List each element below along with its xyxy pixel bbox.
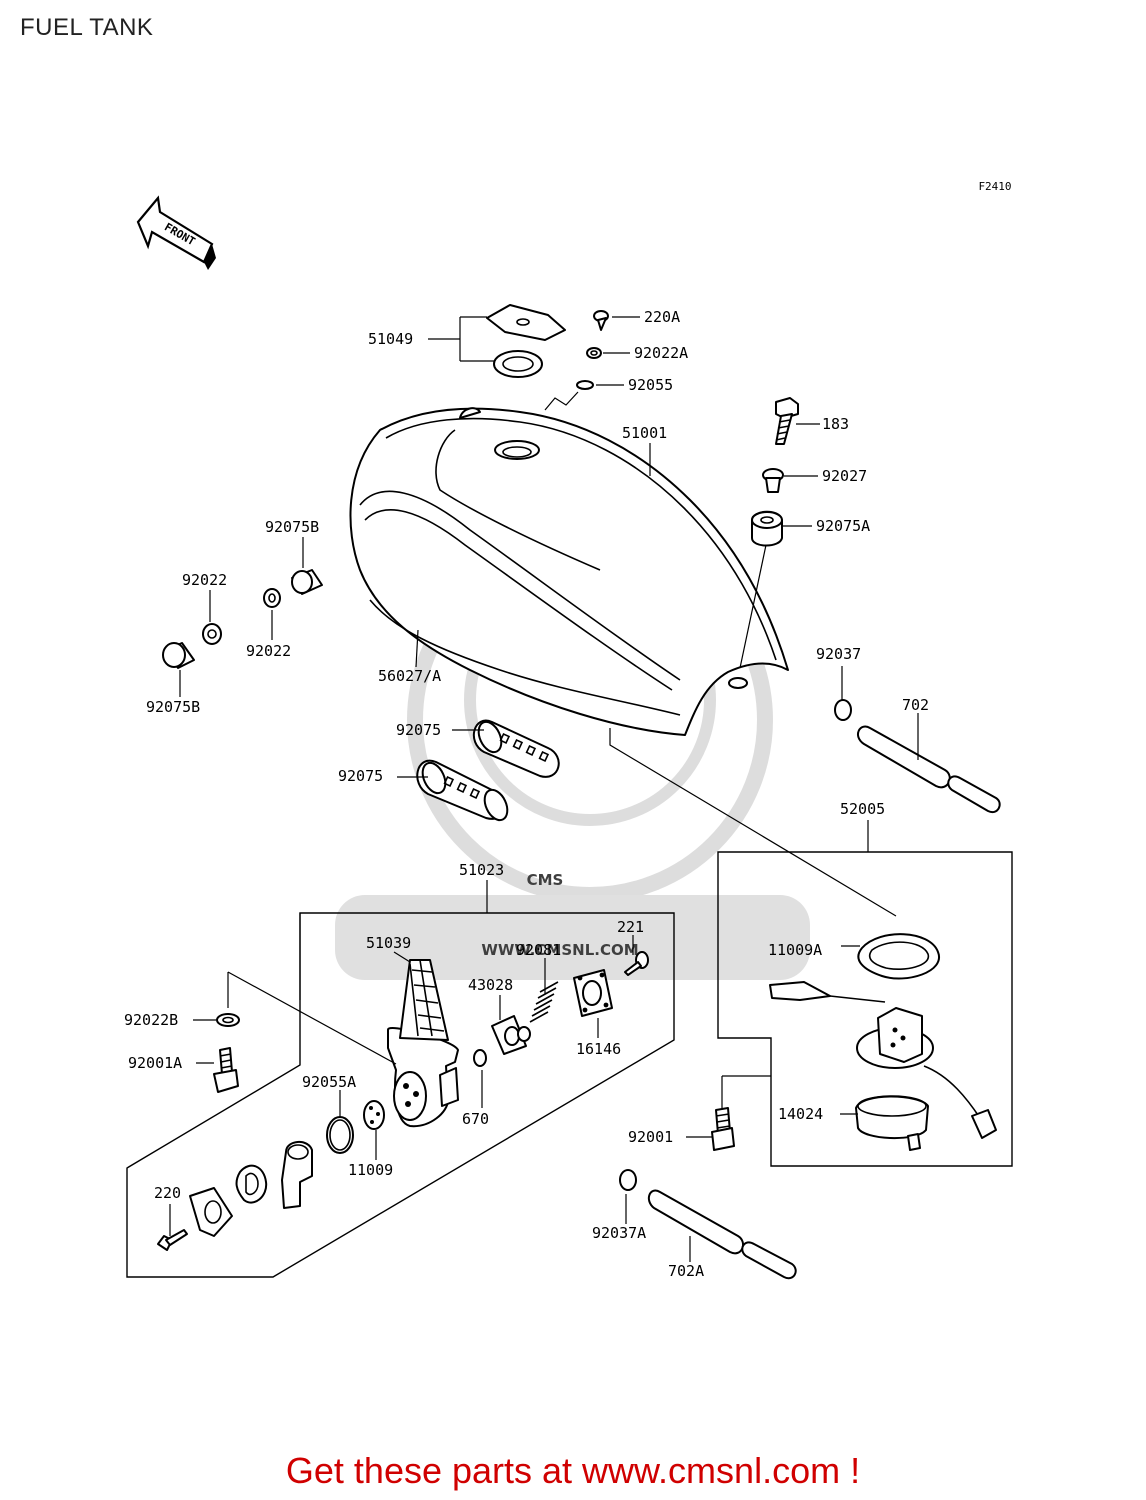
label-14024[interactable]: 14024: [778, 1105, 823, 1123]
lever-plate[interactable]: [189, 1187, 233, 1237]
label-92037a[interactable]: 92037A: [592, 1224, 646, 1242]
bolt-92001a[interactable]: [213, 1047, 239, 1093]
label-92037[interactable]: 92037: [816, 645, 861, 663]
fuel-strainer-51039[interactable]: [399, 959, 449, 1041]
label-51023[interactable]: 51023: [459, 861, 504, 879]
label-56027a[interactable]: 56027/A: [378, 667, 441, 685]
spring-92081[interactable]: [529, 981, 559, 1023]
label-92075b-bottom[interactable]: 92075B: [146, 698, 200, 716]
collar-92027[interactable]: [762, 468, 784, 493]
label-92075a[interactable]: 92075A: [816, 517, 870, 535]
label-702[interactable]: 702: [902, 696, 929, 714]
label-92075-upper[interactable]: 92075: [396, 721, 441, 739]
label-16146[interactable]: 16146: [576, 1040, 621, 1058]
washer-92022b[interactable]: [216, 1013, 240, 1027]
rubber-damper-92075-lower[interactable]: [416, 759, 512, 823]
filler-cap-plate[interactable]: [486, 304, 566, 341]
label-52005[interactable]: 52005: [840, 800, 885, 818]
filler-gasket[interactable]: [493, 350, 543, 378]
page-title: FUEL TANK: [20, 14, 154, 41]
label-92001[interactable]: 92001: [628, 1128, 673, 1146]
damper-92075a[interactable]: [751, 510, 783, 547]
diaphragm-43028[interactable]: [491, 1015, 531, 1055]
label-51049[interactable]: 51049: [368, 330, 413, 348]
o-ring-92055[interactable]: [576, 380, 594, 390]
label-11009a[interactable]: 11009A: [768, 941, 822, 959]
label-92027[interactable]: 92027: [822, 467, 867, 485]
screw-220[interactable]: [157, 1229, 188, 1251]
damper-92075b-upper[interactable]: [291, 569, 323, 595]
label-92022a[interactable]: 92022A: [634, 344, 688, 362]
part-labels: 51049 220A 92022A 92055 51001 183 92027 …: [124, 308, 929, 1280]
label-92055[interactable]: 92055: [628, 376, 673, 394]
bolt-92001[interactable]: [711, 1107, 735, 1151]
footer-link[interactable]: Get these parts at www.cmsnl.com !: [285, 1450, 861, 1491]
hose-702[interactable]: [856, 725, 1001, 814]
gasket-11009a[interactable]: [857, 933, 941, 980]
label-220[interactable]: 220: [154, 1184, 181, 1202]
watermark-brand: CMS: [527, 871, 564, 889]
fuel-gauge-box: [717, 851, 1013, 1167]
label-11009[interactable]: 11009: [348, 1161, 393, 1179]
leader-lines: [169, 316, 919, 1262]
label-92055a[interactable]: 92055A: [302, 1073, 356, 1091]
clamp-92037[interactable]: [834, 699, 852, 721]
fuel-tank-body[interactable]: [349, 407, 789, 736]
washer-92022-middle[interactable]: [263, 588, 281, 608]
figure-code: F2410: [978, 180, 1011, 193]
hose-702a[interactable]: [647, 1189, 797, 1280]
label-702a[interactable]: 702A: [668, 1262, 704, 1280]
washer-92022a[interactable]: [586, 347, 602, 359]
cover-16146[interactable]: [573, 969, 613, 1017]
bracket-14024[interactable]: [855, 1095, 929, 1151]
bolt-183[interactable]: [775, 397, 799, 445]
o-ring-670[interactable]: [473, 1049, 487, 1067]
label-92075-lower[interactable]: 92075: [338, 767, 383, 785]
label-220a[interactable]: 220A: [644, 308, 680, 326]
lever-handle[interactable]: [281, 1141, 313, 1209]
fuel-tap-body[interactable]: [386, 1027, 459, 1128]
label-92081[interactable]: 92081: [516, 941, 561, 959]
gasket-92055a[interactable]: [326, 1116, 354, 1154]
label-92022-mid[interactable]: 92022: [246, 642, 291, 660]
screw-220a[interactable]: [593, 310, 609, 331]
label-92001a[interactable]: 92001A: [128, 1054, 182, 1072]
label-92022b[interactable]: 92022B: [124, 1011, 178, 1029]
lever-gasket[interactable]: [235, 1164, 268, 1204]
watermark-url: WWW.CMSNL.COM: [481, 941, 638, 959]
label-183[interactable]: 183: [822, 415, 849, 433]
washer-92022-left[interactable]: [202, 623, 222, 645]
fuel-tap-assembly-box: [126, 912, 675, 1278]
label-43028[interactable]: 43028: [468, 976, 513, 994]
label-670[interactable]: 670: [462, 1110, 489, 1128]
break-line: [544, 391, 579, 411]
label-92075b-top[interactable]: 92075B: [265, 518, 319, 536]
fuel-level-sensor-unit[interactable]: [769, 981, 997, 1139]
label-51001[interactable]: 51001: [622, 424, 667, 442]
clamp-92037a[interactable]: [619, 1169, 637, 1191]
label-221[interactable]: 221: [617, 918, 644, 936]
front-direction-arrow-icon: FRONT: [136, 195, 216, 270]
label-92022-top[interactable]: 92022: [182, 571, 227, 589]
gasket-11009[interactable]: [363, 1100, 385, 1130]
damper-92075b-lower[interactable]: [162, 642, 195, 669]
screw-221[interactable]: [624, 951, 649, 976]
rubber-damper-92075-upper[interactable]: [473, 718, 560, 778]
label-51039[interactable]: 51039: [366, 934, 411, 952]
